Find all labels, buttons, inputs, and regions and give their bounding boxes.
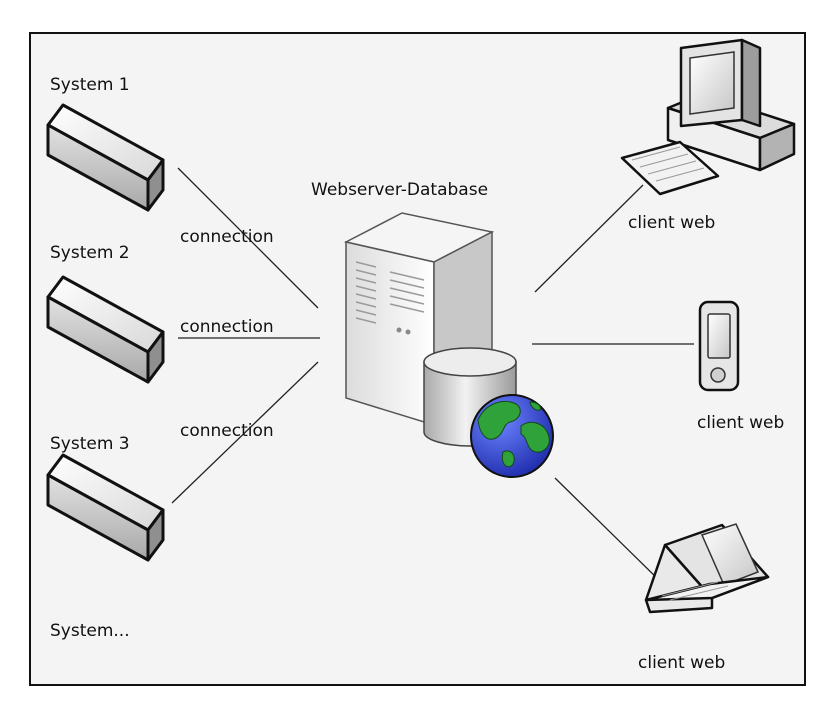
client-label: client web <box>628 213 715 233</box>
system-box-icon <box>46 453 165 562</box>
globe-icon <box>470 394 554 478</box>
connection-label: connection <box>180 421 274 441</box>
line-server-laptop <box>554 477 664 585</box>
system-label: System 1 <box>50 75 130 95</box>
system-label: System 3 <box>50 434 130 454</box>
connection-label: connection <box>180 317 274 337</box>
line-server-desktop <box>534 184 644 293</box>
system-box-icon <box>46 103 165 212</box>
pda-handheld-icon <box>698 300 740 392</box>
client-label: client web <box>638 653 725 673</box>
desktop-computer-icon <box>620 38 796 196</box>
server-label: Webserver-Database <box>311 180 488 200</box>
line-system3-server <box>171 361 319 504</box>
system-label: System 2 <box>50 243 130 263</box>
laptop-icon <box>644 523 770 614</box>
line-system1-server <box>177 167 319 309</box>
labels: System 1 System 2 System 3 System... con… <box>50 75 784 673</box>
connector-lines <box>171 167 694 585</box>
system-box-icon <box>46 275 165 384</box>
system-label: System... <box>50 621 130 641</box>
connection-label: connection <box>180 227 274 247</box>
client-label: client web <box>697 413 784 433</box>
